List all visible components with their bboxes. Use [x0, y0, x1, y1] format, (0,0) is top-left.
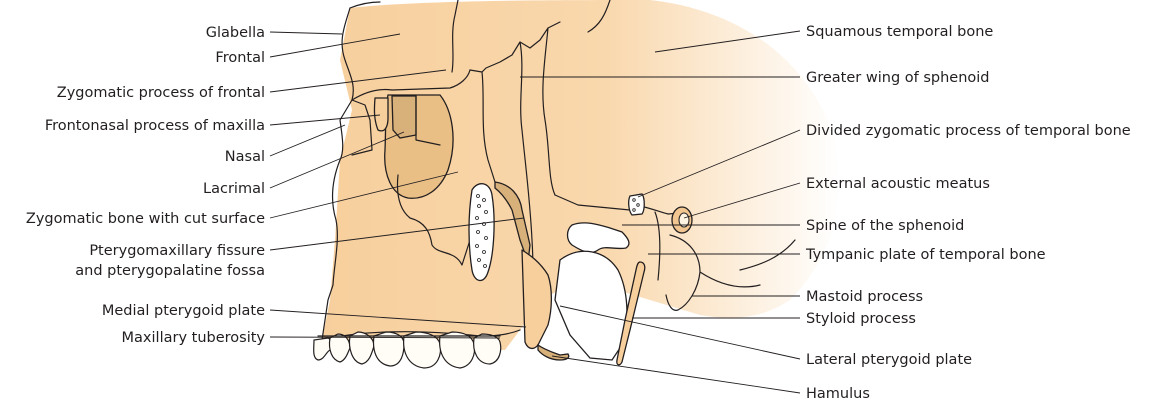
lacrimal-bone — [392, 96, 416, 138]
leader-nasal — [270, 125, 345, 156]
label-lacrimal: Lacrimal — [203, 181, 265, 197]
label-glabella: Glabella — [206, 25, 265, 41]
label-nasal: Nasal — [225, 149, 265, 165]
right-labels: Squamous temporal bone Greater wing of s… — [805, 24, 1131, 402]
infratemporal-gap — [555, 251, 627, 360]
label-squamous-temporal: Squamous temporal bone — [806, 24, 993, 40]
label-styloid: Styloid process — [806, 311, 916, 327]
tooth-2 — [329, 334, 350, 362]
leader-hamulus — [552, 356, 800, 393]
leader-glabella — [270, 32, 342, 34]
label-maxillary-tuberosity: Maxillary tuberosity — [122, 330, 266, 346]
zygomatic-cut-surface — [469, 184, 494, 281]
label-frontal: Frontal — [215, 50, 265, 66]
label-zygomatic-process-of-frontal: Zygomatic process of frontal — [57, 85, 265, 101]
label-spine-sphenoid: Spine of the sphenoid — [806, 218, 964, 234]
label-tympanic-plate: Tympanic plate of temporal bone — [805, 247, 1046, 263]
left-labels: Glabella Frontal Zygomatic process of fr… — [26, 25, 266, 346]
label-pterygomaxillary-line1: Pterygomaxillary fissure — [89, 243, 265, 259]
frontonasal-process — [374, 98, 388, 131]
label-hamulus: Hamulus — [806, 386, 870, 402]
tooth-3 — [350, 332, 375, 364]
label-medial-pterygoid: Medial pterygoid plate — [102, 303, 265, 319]
label-external-acoustic: External acoustic meatus — [806, 176, 990, 192]
label-zygomatic-bone: Zygomatic bone with cut surface — [26, 211, 265, 227]
label-pterygomaxillary-line2: and pterygopalatine fossa — [75, 263, 265, 279]
label-lateral-pterygoid: Lateral pterygoid plate — [806, 352, 972, 368]
tooth-7 — [474, 334, 501, 364]
label-mastoid: Mastoid process — [806, 289, 923, 305]
label-greater-wing: Greater wing of sphenoid — [806, 70, 990, 86]
label-frontonasal-process: Frontonasal process of maxilla — [45, 118, 265, 134]
label-divided-zygomatic: Divided zygomatic process of temporal bo… — [806, 123, 1131, 139]
